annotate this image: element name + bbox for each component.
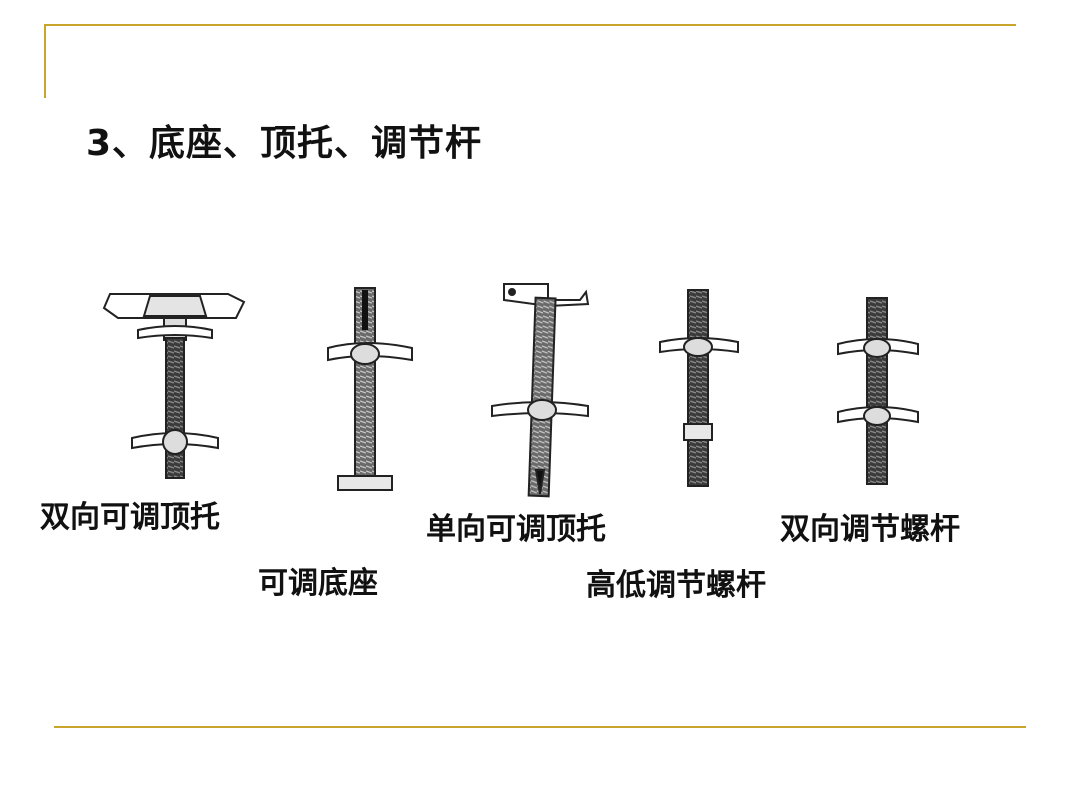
double-adjusting-screw-rod-icon <box>837 297 919 485</box>
double-adjustable-top-support-icon <box>102 293 246 479</box>
caption-double-adjusting-screw-rod: 双向调节螺杆 <box>780 512 960 547</box>
height-adjusting-screw-rod-icon <box>659 289 739 487</box>
frame-top-line <box>44 24 1016 26</box>
caption-single-adjustable-top-support: 单向可调顶托 <box>426 512 606 547</box>
caption-adjustable-base: 可调底座 <box>258 566 378 601</box>
adjustable-base-icon <box>327 287 413 491</box>
caption-double-adjustable-top-support: 双向可调顶托 <box>40 500 220 535</box>
frame-bottom-line <box>54 726 1026 728</box>
slide-title: 3、底座、顶托、调节杆 <box>86 123 483 164</box>
single-adjustable-top-support-icon <box>491 283 590 498</box>
caption-height-adjusting-screw-rod: 高低调节螺杆 <box>586 568 766 603</box>
frame-left-line <box>44 24 46 98</box>
